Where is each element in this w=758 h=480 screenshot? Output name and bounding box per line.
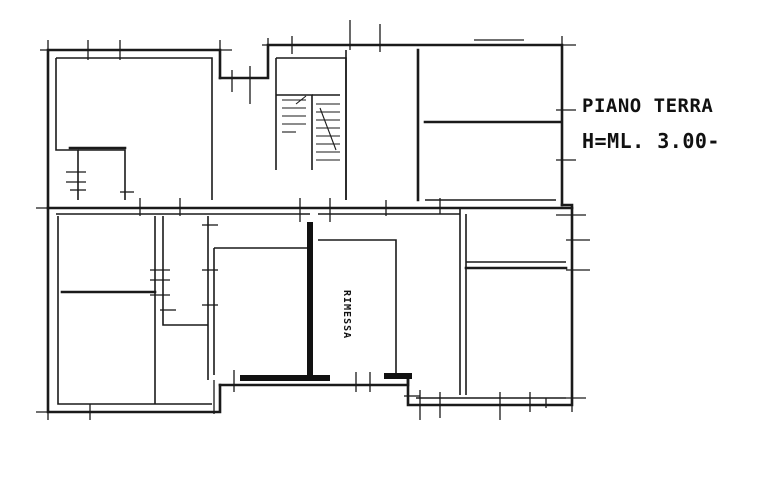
outer-wall-right [406,203,574,407]
corridor-walls [46,206,574,215]
room-top-left [55,57,213,200]
rooms-bottom-right [416,208,568,399]
outer-wall-bottom-mid [218,378,410,387]
stair-block [275,57,347,200]
rooms-bottom-left [57,216,212,405]
stair-treads [282,95,340,161]
rooms-center [213,222,412,381]
outer-wall-top-mid [218,43,564,207]
room-label-rimessa: RIMESSA [341,290,352,339]
dimension-ticks [36,20,590,420]
room-top-right [345,48,562,202]
plan-height-label: H=ML. 3.00- [582,129,720,153]
outer-wall-left-block [46,48,222,414]
plan-title: PIANO TERRA [582,95,713,117]
